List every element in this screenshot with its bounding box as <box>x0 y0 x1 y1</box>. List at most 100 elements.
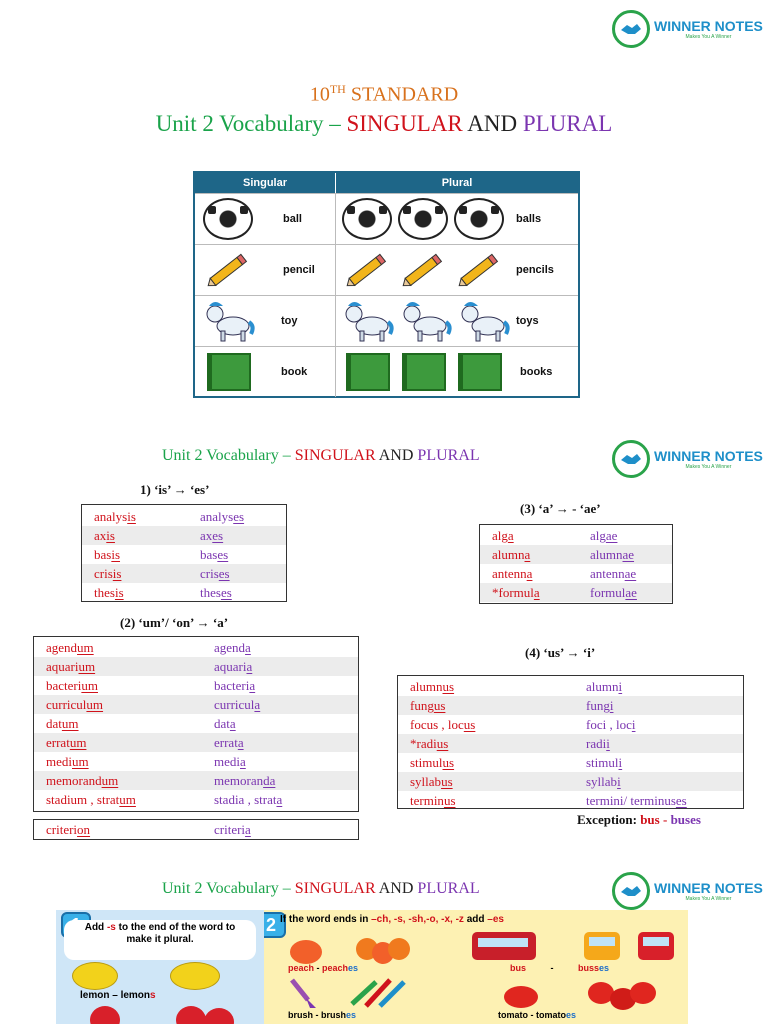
handshake-icon <box>612 440 650 478</box>
card2-instruction: If the word ends in –ch, -s, -sh,-o, -x,… <box>280 914 504 925</box>
card2-example-tomato: tomato - tomatoes <box>498 1010 576 1020</box>
exception-plural: buses <box>670 812 701 827</box>
tomato-icon <box>630 982 656 1004</box>
plural-ending: a <box>245 640 251 655</box>
card1-instruction: Add -s to the end of the word to make it… <box>64 920 256 960</box>
ball-icon <box>203 198 253 240</box>
section2-title: Unit 2 Vocabulary – SINGULAR AND PLURAL <box>162 447 480 465</box>
and-word: AND <box>378 880 414 897</box>
singular-stem: fung <box>410 698 434 713</box>
singular-stem: bacteri <box>46 678 82 693</box>
singular-ending: us <box>442 679 455 694</box>
singular-cell: stadium , stratum <box>34 790 206 809</box>
singular-cell: bacterium <box>34 676 206 695</box>
singular-stem: antenn <box>492 566 527 581</box>
card1-example: lemon – lemons <box>80 990 156 1001</box>
singular-stem: *radi <box>410 736 437 751</box>
example-singular: bus <box>510 963 527 973</box>
pencil-icon <box>207 253 248 287</box>
example-plural-suffix: es <box>566 1010 577 1020</box>
plural-stem: antenn <box>590 566 625 581</box>
plural-label: books <box>520 366 553 378</box>
singular-stem: memorand <box>46 773 102 788</box>
singular-stem: *formul <box>492 585 534 600</box>
logo-title: WINNER NOTES <box>654 17 763 34</box>
card1-text-a: Add <box>84 922 107 933</box>
card2-example-bus: bus - busses <box>510 963 609 973</box>
card2-endings: –ch, -s, -sh,-o, -x, -z <box>371 914 464 925</box>
card2-example-brush: brush - brushes <box>288 1010 356 1020</box>
pencil-icon <box>346 253 387 287</box>
singular-ending: us <box>441 774 453 789</box>
example-dash: – <box>109 990 121 1001</box>
unicorn-toy-icon <box>403 302 452 342</box>
example-singular: peach <box>288 963 315 973</box>
singular-ending: is <box>106 528 115 543</box>
book-icon <box>207 353 251 391</box>
singular-cell: fungus <box>398 696 578 715</box>
singular-stem: bas <box>94 547 112 562</box>
plural-stem: radi <box>586 736 607 751</box>
unit-title: Unit 2 Vocabulary – SINGULAR AND PLURAL <box>0 111 768 137</box>
plural-stem: termini/ terminus <box>586 793 676 808</box>
singular-cell: *formula <box>480 583 582 602</box>
singular-cell: *radius <box>398 734 578 753</box>
plural-stem: agend <box>214 640 246 655</box>
pencil-icon <box>458 253 499 287</box>
singular-label: toy <box>281 315 298 327</box>
card2-text-a: If the word ends in <box>280 914 372 925</box>
singular-ending: um <box>61 716 79 731</box>
singular-cell: syllabus <box>398 772 578 791</box>
plural-cell: radii <box>578 734 743 753</box>
singular-cell: agendum <box>34 638 206 657</box>
rule1-title: 1) ‘is’ → ‘es’ <box>140 482 210 497</box>
unit-label: Unit 2 Vocabulary – <box>155 111 341 136</box>
singular-ending: on <box>77 822 91 837</box>
singular-cell: thesis <box>82 583 192 602</box>
singular-cell: alumnus <box>398 677 578 696</box>
plural-stem: bas <box>200 547 218 562</box>
plural-cell: media <box>206 752 358 771</box>
plural-stem: thes <box>200 585 221 600</box>
plural-ending: ae <box>625 585 637 600</box>
singular-stem: agend <box>46 640 78 655</box>
plural-ending: da <box>263 773 276 788</box>
singular-cell: curriculum <box>34 695 206 714</box>
ball-icon <box>342 198 392 240</box>
exception-note: Exception: bus - buses <box>577 812 701 828</box>
singular-cell: terminus <box>398 791 578 810</box>
plural-stem: criteri <box>214 822 246 837</box>
plural-ending: a <box>229 716 236 731</box>
example-plural-base: buss <box>578 963 600 973</box>
plural-ending: i <box>618 755 623 770</box>
plural-ending: i <box>618 679 623 694</box>
singular-ending: is <box>114 585 124 600</box>
singular-stem: curricul <box>46 697 87 712</box>
plural-ending: i <box>606 736 610 751</box>
logo-tagline: Makes You A Winner <box>685 463 732 470</box>
apple-icon <box>90 1006 120 1024</box>
plural-ending: a <box>249 678 256 693</box>
plural-ending: i <box>617 774 621 789</box>
plural-stem: fung <box>586 698 610 713</box>
singular-ending: um <box>101 773 119 788</box>
singular-word: SINGULAR <box>294 447 376 464</box>
plural-ending: ae <box>622 547 635 562</box>
example-singular: lemon <box>80 990 110 1001</box>
singular-header: Singular <box>195 173 336 193</box>
example-dash: - <box>313 1010 322 1020</box>
winner-notes-logo: WINNER NOTES Makes You A Winner <box>612 872 763 910</box>
singular-cell: erratum <box>34 733 206 752</box>
plural-ending: a <box>240 754 246 769</box>
table-row: pencil pencils <box>195 244 578 295</box>
plural-cell: analyses <box>192 507 286 526</box>
standard-title: 10TH STANDARD <box>0 82 768 107</box>
card2-text-b: add <box>463 914 488 925</box>
plural-cell: fungi <box>578 696 743 715</box>
